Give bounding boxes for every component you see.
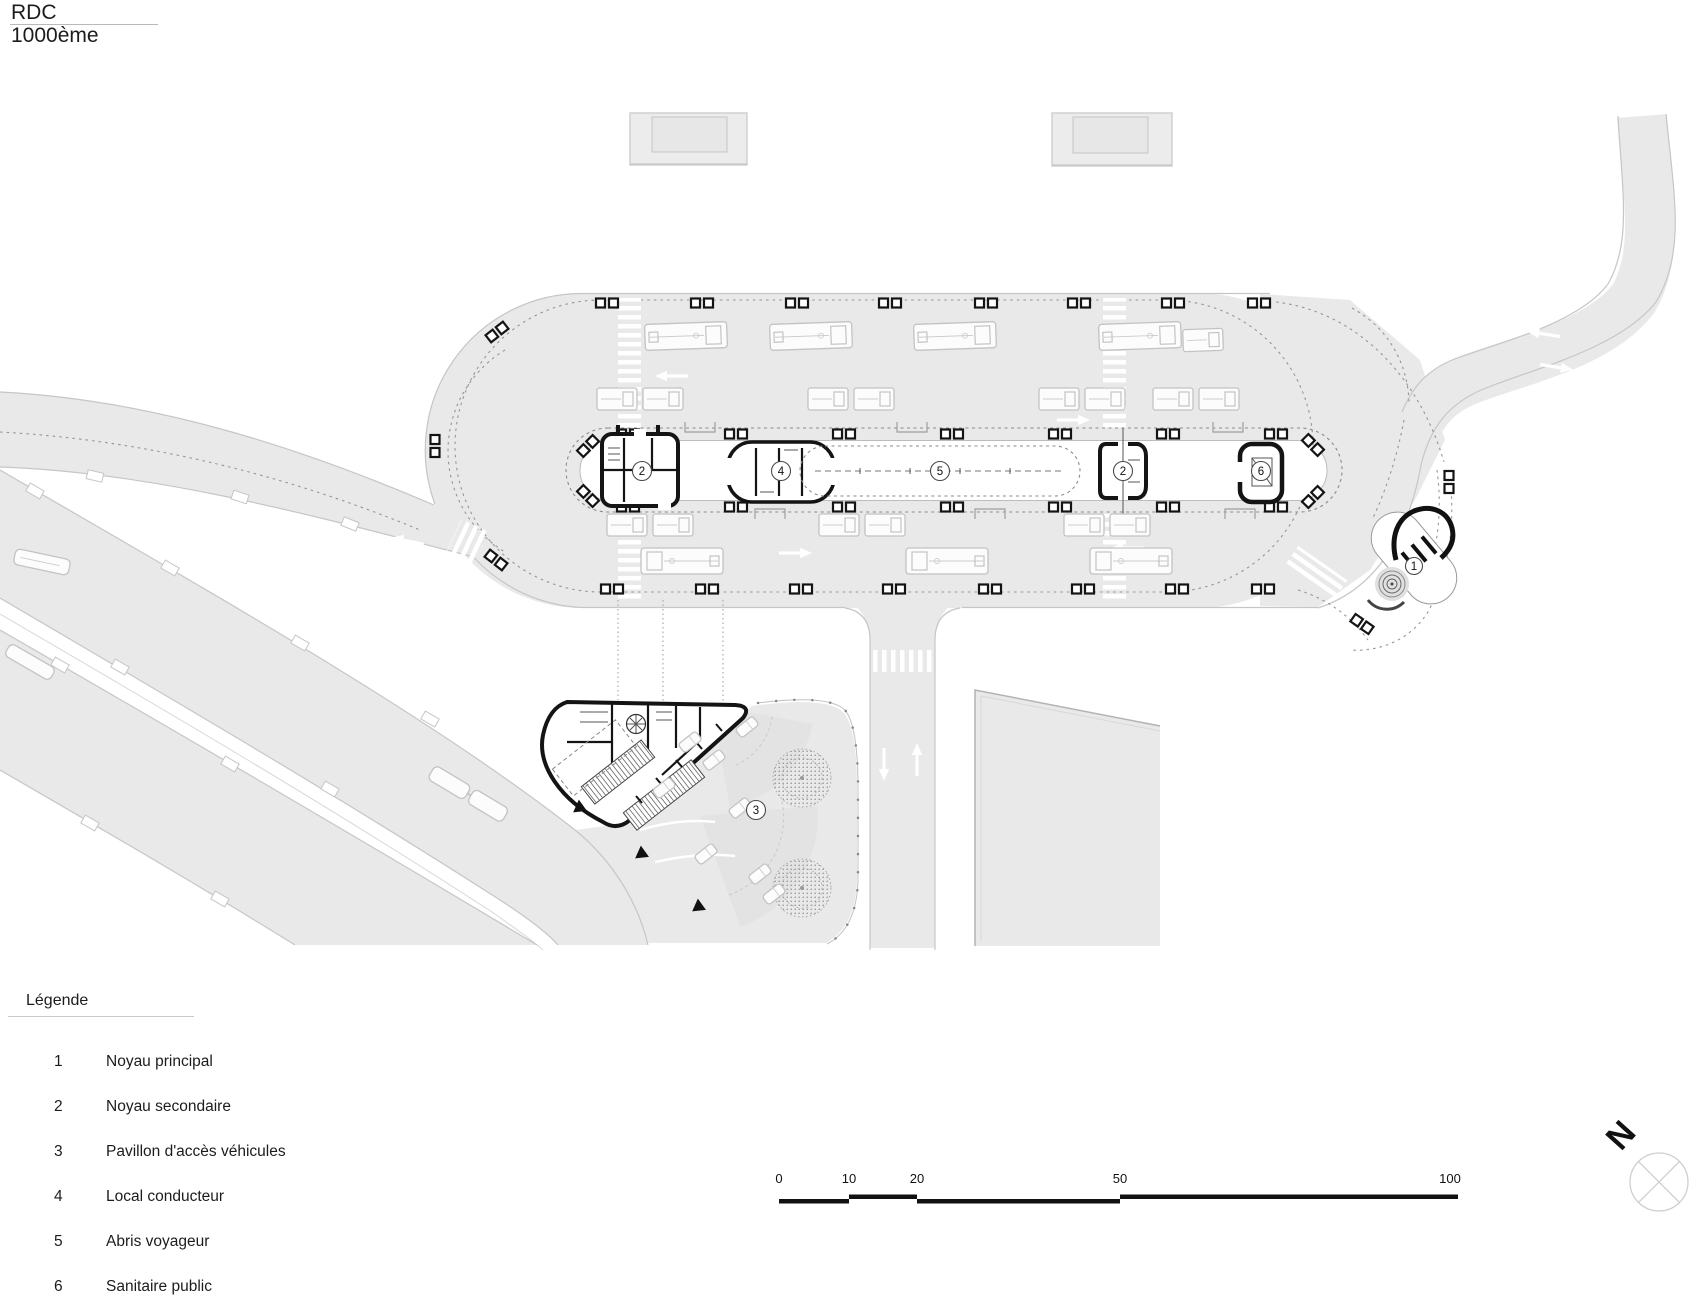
central-platform [579,440,1328,501]
marker-abris-voyageur: 5 [929,460,951,482]
title-block: RDC 1000ème [10,1,158,47]
legend-item-4: 4 Local conducteur [0,1188,420,1208]
svg-text:2: 2 [639,466,645,478]
bus-row-lower-middle [607,514,1150,536]
marker-pavillon-acces: 3 [745,799,767,821]
north-letter: N [1599,1114,1644,1158]
tree-icon [772,748,832,808]
floor-title: RDC [11,1,57,24]
marker-noyau-secondaire-east: 2 [1112,460,1134,482]
legend-num: 4 [54,1188,63,1205]
svg-text:50: 50 [1113,1171,1127,1186]
legend-label: Noyau secondaire [106,1098,231,1115]
bus-row-bottom [640,547,1173,575]
legend-label: Sanitaire public [106,1278,212,1295]
legend-label: Abris voyageur [106,1233,210,1250]
legend-label: Noyau principal [106,1053,213,1070]
marker-sanitaire-public: 6 [1250,460,1272,482]
legend-item-5: 5 Abris voyageur [0,1233,420,1253]
sidewalk-tabs [25,469,440,908]
svg-text:6: 6 [1258,466,1264,478]
legend-item-6: 6 Sanitaire public [0,1278,420,1298]
legend-num: 3 [54,1143,63,1160]
svg-text:2: 2 [1120,466,1126,478]
compass-cross-icon [1638,1161,1680,1203]
legend-num: 5 [54,1233,63,1250]
marker-noyau-principal: 1 [1404,556,1424,576]
plan-markers: 2 4 5 2 6 1 3 [631,460,1424,821]
parcel-bottom-right [974,689,1161,946]
legend-num: 1 [54,1053,63,1070]
svg-text:5: 5 [937,466,943,478]
svg-text:3: 3 [753,805,759,817]
svg-text:1: 1 [1411,561,1417,573]
articulated-bus [428,766,509,822]
legend-item-3: 3 Pavillon d'accès véhicules [0,1143,420,1163]
marker-local-conducteur: 4 [770,460,792,482]
vehicles-west-roads [5,548,509,822]
legend-num: 2 [54,1098,63,1115]
title-underline [10,24,158,25]
svg-text:20: 20 [910,1171,924,1186]
scale-title: 1000ème [11,24,99,47]
svg-text:100: 100 [1439,1171,1461,1186]
legend-num: 6 [54,1278,63,1295]
building-top-left [629,112,748,166]
legend-heading: Légende [26,992,89,1009]
scale-bar: 0 10 20 50 100 [775,1171,1461,1204]
svg-text:10: 10 [842,1171,856,1186]
legend-item-1: 1 Noyau principal [0,1053,420,1073]
legend-label: Local conducteur [106,1188,225,1205]
legend-label: Pavillon d'accès véhicules [106,1143,286,1160]
building-top-right [1051,112,1173,167]
north-compass: N [1599,1114,1689,1212]
svg-text:4: 4 [778,466,785,478]
marker-noyau-secondaire-west: 2 [631,460,653,482]
legend-underline [8,1016,194,1017]
svg-text:0: 0 [775,1171,782,1186]
legend-item-2: 2 Noyau secondaire [0,1098,420,1118]
